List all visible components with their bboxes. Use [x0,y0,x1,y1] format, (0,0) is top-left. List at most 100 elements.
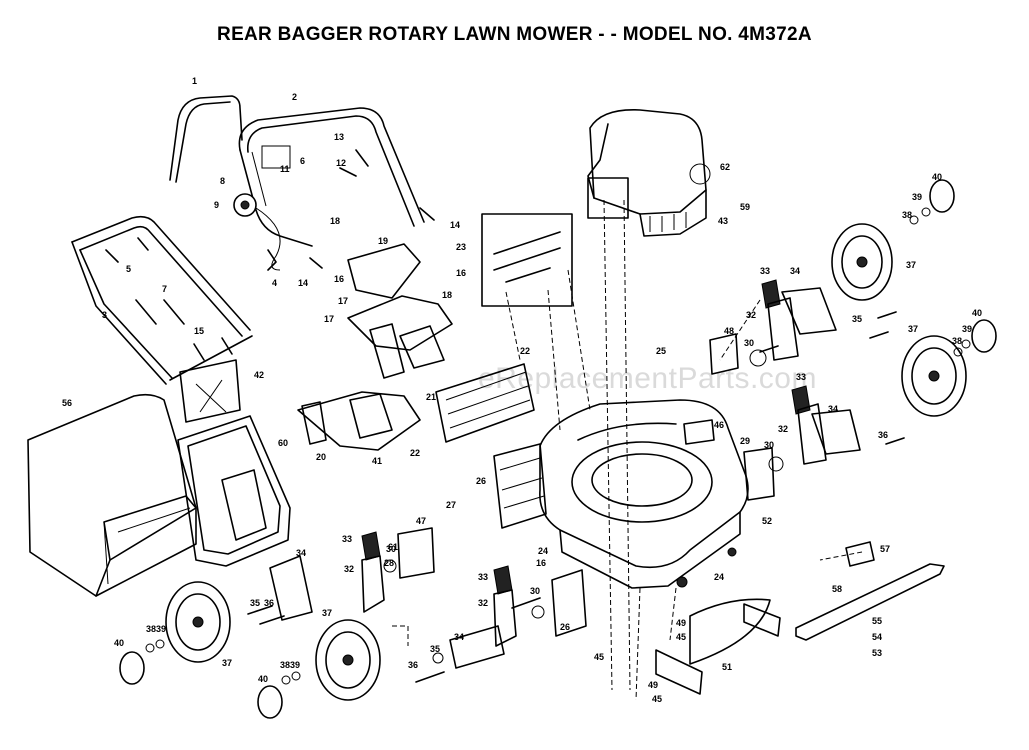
label-60: 60 [278,438,288,448]
label-57: 57 [880,544,890,554]
label-4: 4 [272,278,277,288]
label-54: 54 [872,632,882,642]
blade-part-58 [795,541,945,641]
assembly-lines [392,199,863,701]
label-34a: 34 [296,548,306,558]
label-41: 41 [372,456,382,466]
label-37d: 37 [322,608,332,618]
wheel-front-right-lower [901,335,967,417]
label-7: 7 [162,284,167,294]
rear-baffle-part-26 [493,443,547,529]
label-49b: 49 [648,680,658,690]
label-17a: 17 [338,296,348,306]
label-30c: 30 [386,544,396,554]
label-24b: 24 [714,572,724,582]
bracket-panel-part-23 [481,213,573,307]
label-14a: 14 [450,220,460,230]
label-8: 8 [220,176,225,186]
label-33c: 33 [760,266,770,276]
baffle-parts [655,598,781,695]
label-28: 28 [384,558,394,568]
label-13: 13 [334,132,344,142]
label-36c: 36 [878,430,888,440]
bolts-and-nuts [145,207,971,685]
adjuster-plates [397,333,775,637]
engine-part-62 [587,109,711,237]
label-33a: 33 [342,534,352,544]
label-35b: 35 [430,644,440,654]
label-16a: 16 [334,274,344,284]
label-32d: 32 [778,424,788,434]
label-12: 12 [336,158,346,168]
label-23: 23 [456,242,466,252]
label-22a: 22 [520,346,530,356]
label-19: 19 [378,236,388,246]
lower-handle-part-3 [71,215,253,385]
label-51: 51 [722,662,732,672]
label-36b: 36 [408,660,418,670]
label-27: 27 [446,500,456,510]
label-25: 25 [656,346,666,356]
label-14b: 14 [298,278,308,288]
warning-label-part-42 [179,359,241,423]
label-37c: 37 [222,658,232,668]
label-30d: 30 [530,586,540,596]
label-40b: 40 [972,308,982,318]
wheel-rear-left [165,581,231,663]
label-35a: 35 [250,598,260,608]
label-5: 5 [126,264,131,274]
watermark-text: eReplacementParts.com [478,362,817,395]
label-38a: 38 [902,210,912,220]
label-40a: 40 [932,172,942,182]
label-59: 59 [740,202,750,212]
label-36a: 36 [264,598,274,608]
part-number-labels: 1 2 3 4 5 6 7 8 9 11 12 13 14 14 15 16 1… [62,76,982,704]
label-21: 21 [426,392,436,402]
grass-bag-part-56 [27,393,197,597]
label-62: 62 [720,162,730,172]
label-52: 52 [762,516,772,526]
label-17b: 17 [324,314,334,324]
wheel-rear-center [315,619,381,701]
label-45a: 45 [676,632,686,642]
wheel-front-right-upper [831,223,893,301]
label-11: 11 [280,164,290,174]
label-1: 1 [192,76,197,86]
label-30b: 30 [764,440,774,450]
label-46: 46 [714,420,724,430]
label-40c: 40 [114,638,124,648]
label-32a: 32 [344,564,354,574]
label-48: 48 [724,326,734,336]
label-39c: 39 [156,624,166,634]
rear-door-brackets [347,295,453,379]
label-16b: 16 [456,268,466,278]
label-3: 3 [102,310,107,320]
label-22b: 22 [410,448,420,458]
label-40d: 40 [258,674,268,684]
label-33d: 33 [796,372,806,382]
label-38b: 38 [952,336,962,346]
label-6: 6 [300,156,305,166]
label-38c: 38 [146,624,156,634]
chute-deflector-parts [297,391,421,451]
axle-brackets [269,287,861,669]
label-18a: 18 [330,216,340,226]
label-38d: 38 [280,660,290,670]
label-56: 56 [62,398,72,408]
label-49a: 49 [676,618,686,628]
label-29: 29 [740,436,750,446]
height-adjuster-rear-left [361,531,385,613]
label-34d: 34 [828,404,838,414]
handle-part-2 [238,107,425,247]
label-45b: 45 [594,652,604,662]
label-43: 43 [718,216,728,226]
label-26a: 26 [476,476,486,486]
label-39d: 39 [290,660,300,670]
handle-hardware [105,149,435,361]
label-32b: 32 [478,598,488,608]
label-39a: 39 [912,192,922,202]
label-35c: 35 [852,314,862,324]
label-2: 2 [292,92,297,102]
label-37a: 37 [906,260,916,270]
label-30a: 30 [744,338,754,348]
